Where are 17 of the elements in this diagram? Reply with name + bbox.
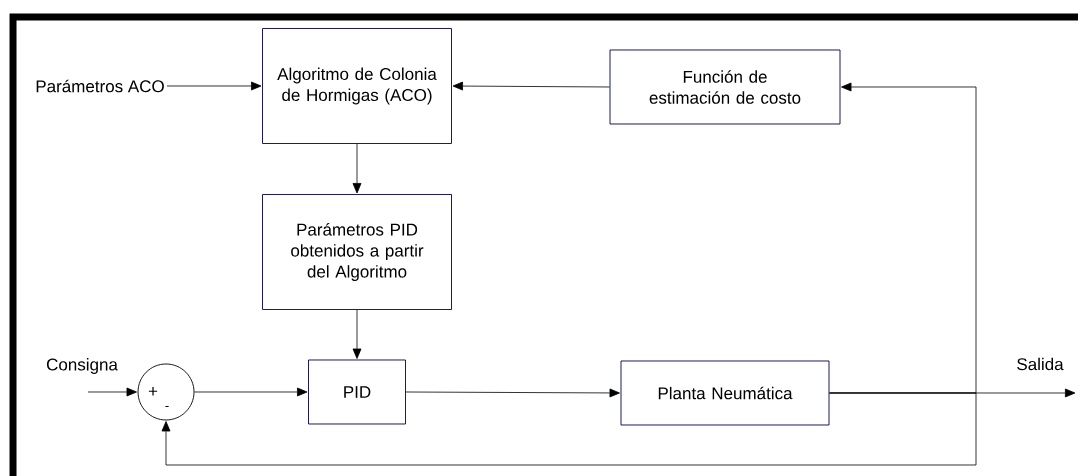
block-box: Parámetros PID obtenidos a partir del Algoritmo xyxy=(262,194,452,310)
arrow xyxy=(87,387,137,397)
arrow xyxy=(166,81,262,91)
arrow xyxy=(194,387,308,397)
signal-label: Consigna xyxy=(46,358,118,374)
arrow xyxy=(452,81,610,91)
arrow xyxy=(405,388,620,398)
arrow xyxy=(352,143,362,194)
input-label: Parámetros ACO xyxy=(36,79,164,93)
summing-junction: + - xyxy=(137,363,195,421)
block-box: Función de estimación de costo xyxy=(609,49,841,125)
arrow xyxy=(161,392,977,466)
block-box: Planta Neumática xyxy=(620,360,830,426)
block-box: Algoritmo de Colonia de Hormigas (ACO) xyxy=(262,28,452,144)
arrow xyxy=(352,309,362,359)
block-box: PID xyxy=(308,359,406,425)
signal-label: Salida xyxy=(1017,357,1064,371)
